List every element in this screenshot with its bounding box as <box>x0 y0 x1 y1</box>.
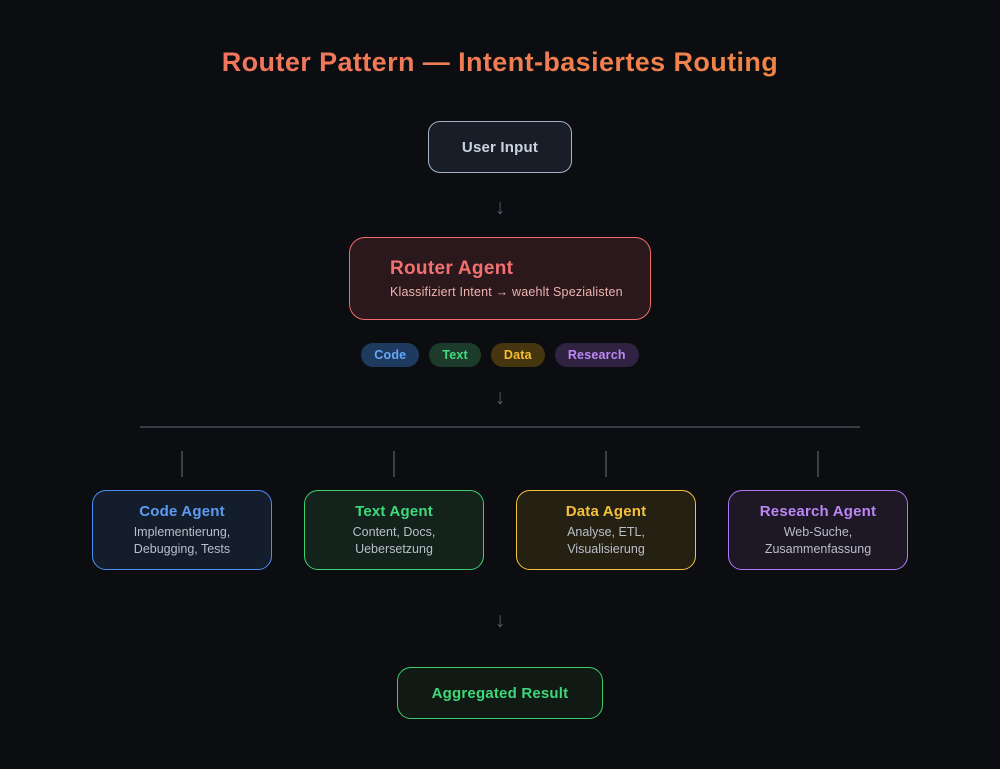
branch-stem-data <box>605 451 607 477</box>
down-arrow-icon: ↓ <box>494 386 506 409</box>
agent-title: Data Agent <box>565 503 647 520</box>
agent-node[interactable]: Research Agent Web-Suche, Zusammenfassun… <box>728 490 908 570</box>
agent-subtitle-line2: Uebersetzung <box>355 541 433 556</box>
intent-chip-label: Text <box>442 348 468 362</box>
agent-title: Text Agent <box>355 503 433 520</box>
aggregated-result-node[interactable]: Aggregated Result <box>397 667 603 719</box>
branch-stem-code <box>181 451 183 477</box>
agent-node[interactable]: Text Agent Content, Docs, Uebersetzung <box>304 490 484 570</box>
agent-title: Research Agent <box>759 503 877 520</box>
intent-chip-label: Data <box>503 348 532 362</box>
agent-node[interactable]: Data Agent Analyse, ETL, Visualisierung <box>516 490 696 570</box>
agent-subtitle: Web-Suche, Zusammenfassung <box>765 524 871 557</box>
agent-node[interactable]: Code Agent Implementierung, Debugging, T… <box>92 490 272 570</box>
intent-chip-label: Research <box>567 348 626 362</box>
down-arrow-icon: ↓ <box>494 196 506 219</box>
user-input-node[interactable]: User Input <box>428 121 572 173</box>
agent-subtitle: Implementierung, Debugging, Tests <box>134 524 231 557</box>
intent-chip[interactable]: Code <box>361 343 420 367</box>
agent-subtitle: Content, Docs, Uebersetzung <box>353 524 436 557</box>
branch-stem-research <box>817 451 819 477</box>
agent-subtitle-line1: Analyse, ETL, <box>567 525 645 539</box>
agent-row: Code Agent Implementierung, Debugging, T… <box>92 490 908 570</box>
intent-chip-label: Code <box>374 348 407 362</box>
router-agent-title: Router Agent <box>390 258 514 279</box>
agent-subtitle-line2: Zusammenfassung <box>764 541 872 556</box>
router-agent-subtitle: Klassifiziert Intent → waehlt Spezialist… <box>390 285 623 299</box>
intent-chip[interactable]: Data <box>490 343 545 367</box>
intent-chip[interactable]: Text <box>429 343 481 367</box>
agent-subtitle-line2: Visualisierung <box>567 541 645 556</box>
agent-subtitle-line1: Web-Suche, <box>783 525 853 539</box>
branch-stem-text <box>393 451 395 477</box>
agent-subtitle-line1: Content, Docs, <box>352 525 436 539</box>
aggregated-result-label: Aggregated Result <box>431 684 569 702</box>
page-title: Router Pattern — Intent-basiertes Routin… <box>0 47 1000 78</box>
down-arrow-icon: ↓ <box>494 609 506 632</box>
agent-subtitle-line1: Implementierung, <box>133 525 231 539</box>
agent-subtitle: Analyse, ETL, Visualisierung <box>567 524 645 557</box>
agent-title: Code Agent <box>139 503 225 520</box>
router-agent-node[interactable]: Router Agent Klassifiziert Intent → waeh… <box>349 237 651 320</box>
intent-chip-row: Code Text Data Research <box>0 343 1000 367</box>
intent-chip[interactable]: Research <box>554 343 639 367</box>
branch-connector-line <box>140 426 860 428</box>
user-input-label: User Input <box>461 138 539 156</box>
agent-subtitle-line2: Debugging, Tests <box>133 541 231 556</box>
